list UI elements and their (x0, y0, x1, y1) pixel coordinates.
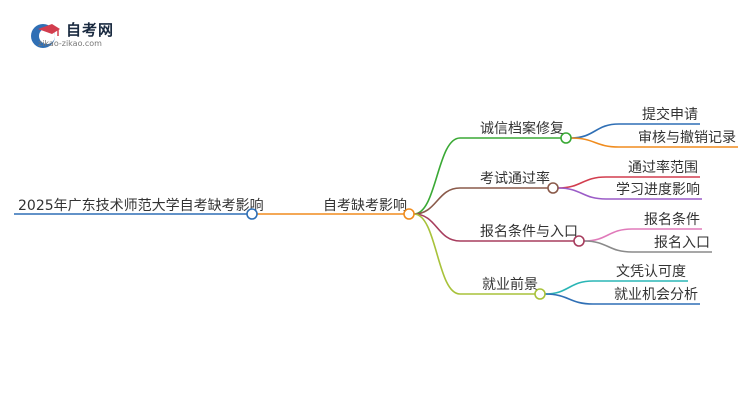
branch-connector (413, 213, 461, 242)
mind-map-nodes: 2025年广东技术师范大学自考缺考影响 自考缺考影响 诚信档案修复 提交申请审核与撤销… (18, 106, 736, 303)
branch-node-dot[interactable] (573, 235, 585, 247)
leaf-node-label: 提交申请 (642, 106, 698, 123)
leaf-node-label: 审核与撤销记录 (638, 130, 736, 146)
branch-connector (413, 137, 461, 215)
leaf-connector (583, 228, 633, 242)
graduation-cap-icon (31, 24, 60, 48)
leaf-node-label: 就业机会分析 (614, 287, 698, 303)
branch-connector (413, 213, 461, 295)
site-logo[interactable]: 自考网 zikao-zikao.com (28, 18, 138, 58)
leaf-connector (570, 123, 620, 139)
branch-connector (413, 187, 461, 215)
branch-node-dot[interactable] (534, 288, 546, 300)
logo-title: 自考网 (66, 21, 115, 39)
branch-node-dot[interactable] (547, 182, 559, 194)
branch-node-dot[interactable] (560, 132, 572, 144)
branch-node-label: 考试通过率 (480, 170, 550, 187)
leaf-connector (557, 176, 607, 189)
leaf-connector (544, 293, 594, 305)
leaf-connector (570, 137, 620, 148)
center-node-label: 自考缺考影响 (323, 198, 407, 214)
root-node-label: 2025年广东技术师范大学自考缺考影响 (18, 197, 264, 214)
leaf-node-label: 学习进度影响 (616, 182, 700, 198)
root-node-dot[interactable] (246, 208, 258, 220)
leaf-connector (583, 240, 633, 253)
leaf-node-label: 报名条件 (644, 211, 700, 228)
leaf-connector (544, 280, 594, 295)
center-node-dot[interactable] (403, 208, 415, 220)
branch-node-label: 就业前景 (482, 276, 538, 293)
leaf-node-label: 通过率范围 (628, 159, 698, 176)
leaf-connector (557, 187, 607, 200)
leaf-node-label: 文凭认可度 (616, 264, 686, 280)
mind-map-edges (14, 123, 738, 305)
leaf-node-label: 报名入口 (654, 235, 710, 251)
logo-url: zikao-zikao.com (38, 39, 102, 48)
branch-node-label: 诚信档案修复 (480, 120, 564, 137)
branch-node-label: 报名条件与入口 (480, 223, 578, 240)
